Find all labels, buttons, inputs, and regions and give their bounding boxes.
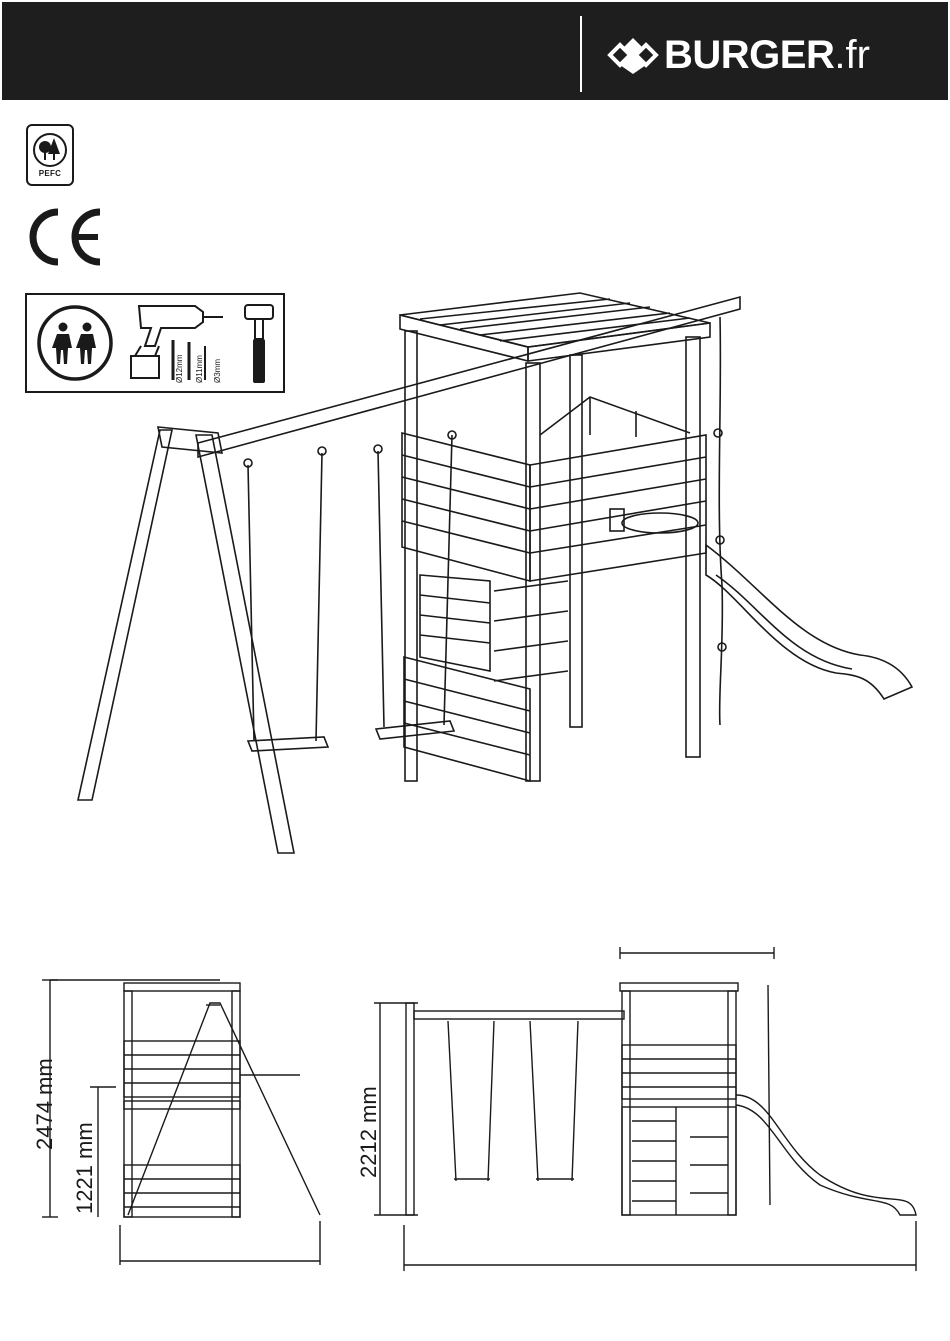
header-bar: BURGER.fr xyxy=(2,2,948,100)
swing-height-dimension: 2212 mm xyxy=(356,1086,382,1178)
pefc-trees-icon xyxy=(28,130,72,170)
side-view-drawing xyxy=(20,965,360,1285)
burger-diamond-logo-icon xyxy=(606,35,660,75)
total-height-dimension: 2474 mm xyxy=(32,1058,58,1150)
header-divider xyxy=(580,16,582,92)
pefc-label: PEFC xyxy=(28,169,72,178)
front-view-drawing xyxy=(370,945,930,1275)
playset-perspective-illustration xyxy=(0,285,950,865)
brand-logo[interactable]: BURGER.fr xyxy=(606,32,870,78)
pefc-certification-badge: PEFC xyxy=(26,124,74,186)
brand-name: BURGER xyxy=(664,33,834,78)
platform-height-dimension: 1221 mm xyxy=(72,1122,98,1214)
ce-mark-icon xyxy=(24,208,104,266)
brand-tld: .fr xyxy=(834,33,870,78)
